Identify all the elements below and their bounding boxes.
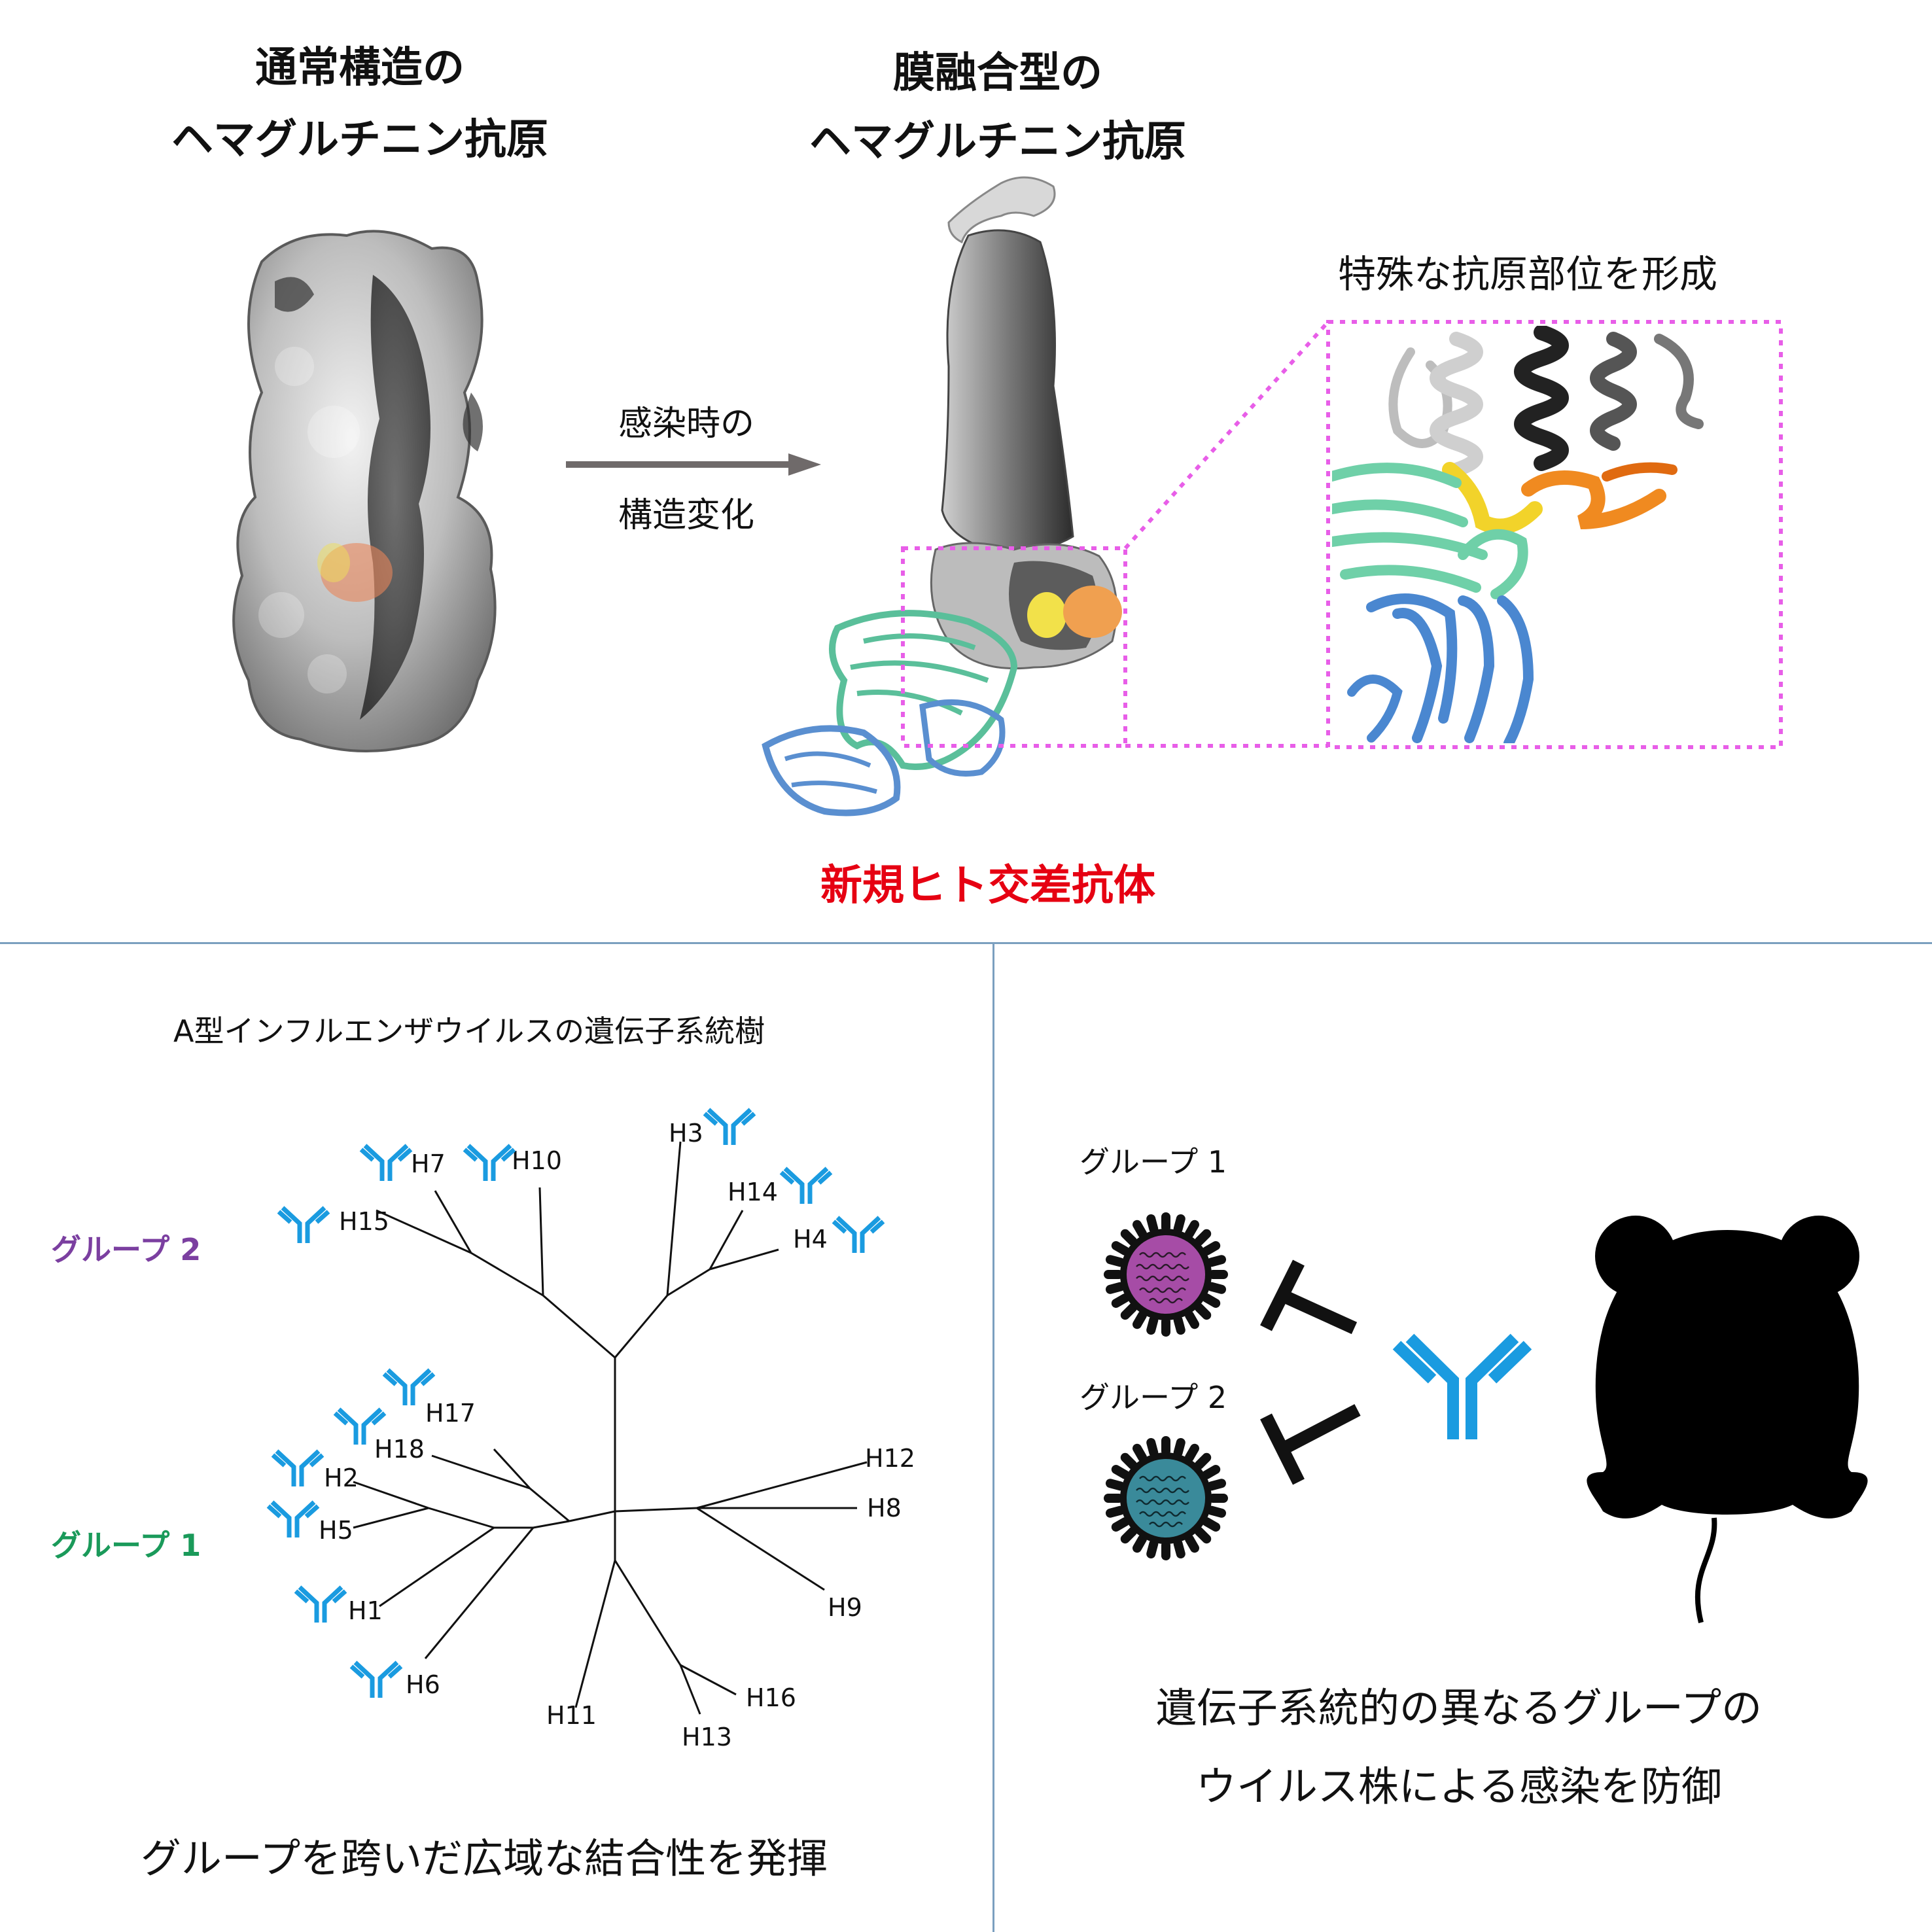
left-title-line1: 通常構造の [255,44,465,92]
phylogenetic-tree: H7 H10 H15 H3 H14 H4 H17 H18 H2 H5 H1 H6… [266,1108,915,1751]
leaf-h18: H18 [374,1435,425,1464]
hemagglutinin-fusion-structure [762,176,1122,817]
antibody-icon [832,1216,885,1253]
tree-title: A型インフルエンザウイルスの遺伝子系統樹 [173,1013,765,1049]
conformational-change-arrow [566,453,821,476]
antibody-icon [703,1108,756,1145]
leaf-h16: H16 [746,1683,796,1712]
antibody-icon [779,1167,833,1204]
leaf-h9: H9 [828,1593,862,1622]
antibody-icon [463,1144,516,1181]
antibody-icon [294,1585,347,1623]
left-title-line2: ヘマグルチニン抗原 [171,116,548,164]
mouse-tail [1695,1517,1717,1623]
leaf-h8: H8 [867,1494,902,1522]
antibody-icon [333,1407,387,1445]
protection-caption-line2: ウイルス株による感染を防御 [1195,1763,1723,1810]
leaf-h2: H2 [324,1464,359,1492]
leaf-h10: H10 [512,1146,562,1175]
protection-caption-line1: 遺伝子系統的の異なるグループの [1155,1684,1763,1732]
leaf-h11: H11 [546,1701,597,1730]
antibody-icon [277,1206,330,1243]
antibody-icon [349,1660,403,1698]
right-title-line1: 膜融合型の [893,49,1102,97]
inhibition-icon [1260,1259,1358,1335]
novel-cross-antibody-label: 新規ヒト交差抗体 [820,862,1155,910]
antibody-icon [1392,1333,1532,1439]
antibody-icon [359,1144,413,1181]
mouse-icon [1587,1216,1868,1519]
virus-group2-label: グループ 2 [1080,1380,1227,1415]
leaf-h6: H6 [406,1670,440,1699]
leaf-h7: H7 [411,1150,446,1178]
leaf-h14: H14 [728,1178,778,1206]
antibody-icon [266,1500,320,1537]
right-title-line2: ヘマグルチニン抗原 [809,118,1186,166]
leaf-h3: H3 [669,1119,703,1148]
horizontal-divider [0,942,1932,944]
virus-group2-icon [1104,1436,1228,1560]
hemagglutinin-normal-structure [232,230,497,752]
leaf-h12: H12 [865,1444,915,1473]
virus-group1-icon [1104,1212,1228,1337]
leaf-h17: H17 [425,1399,476,1428]
inhibition-icon [1260,1404,1361,1485]
tree-caption: グループを跨いだ広域な結合性を発揮 [140,1835,828,1882]
leaf-h1: H1 [348,1596,383,1625]
arrow-label-line1: 感染時の [618,404,755,444]
antigen-site-closeup [1332,326,1704,743]
leaf-h13: H13 [682,1723,732,1751]
leaf-h4: H4 [793,1225,828,1254]
antibody-icon [271,1449,325,1486]
protection-illustration [1104,1212,1868,1623]
arrow-label-line2: 構造変化 [618,496,755,535]
vertical-divider [992,944,994,1932]
antibody-icon [382,1368,436,1405]
zoom-label: 特殊な抗原部位を形成 [1338,252,1718,296]
leaf-h15: H15 [339,1207,389,1236]
leaf-h5: H5 [319,1516,353,1545]
virus-group1-label: グループ 1 [1080,1144,1227,1180]
group2-label: グループ 2 [51,1232,202,1267]
group1-label: グループ 1 [51,1528,202,1563]
